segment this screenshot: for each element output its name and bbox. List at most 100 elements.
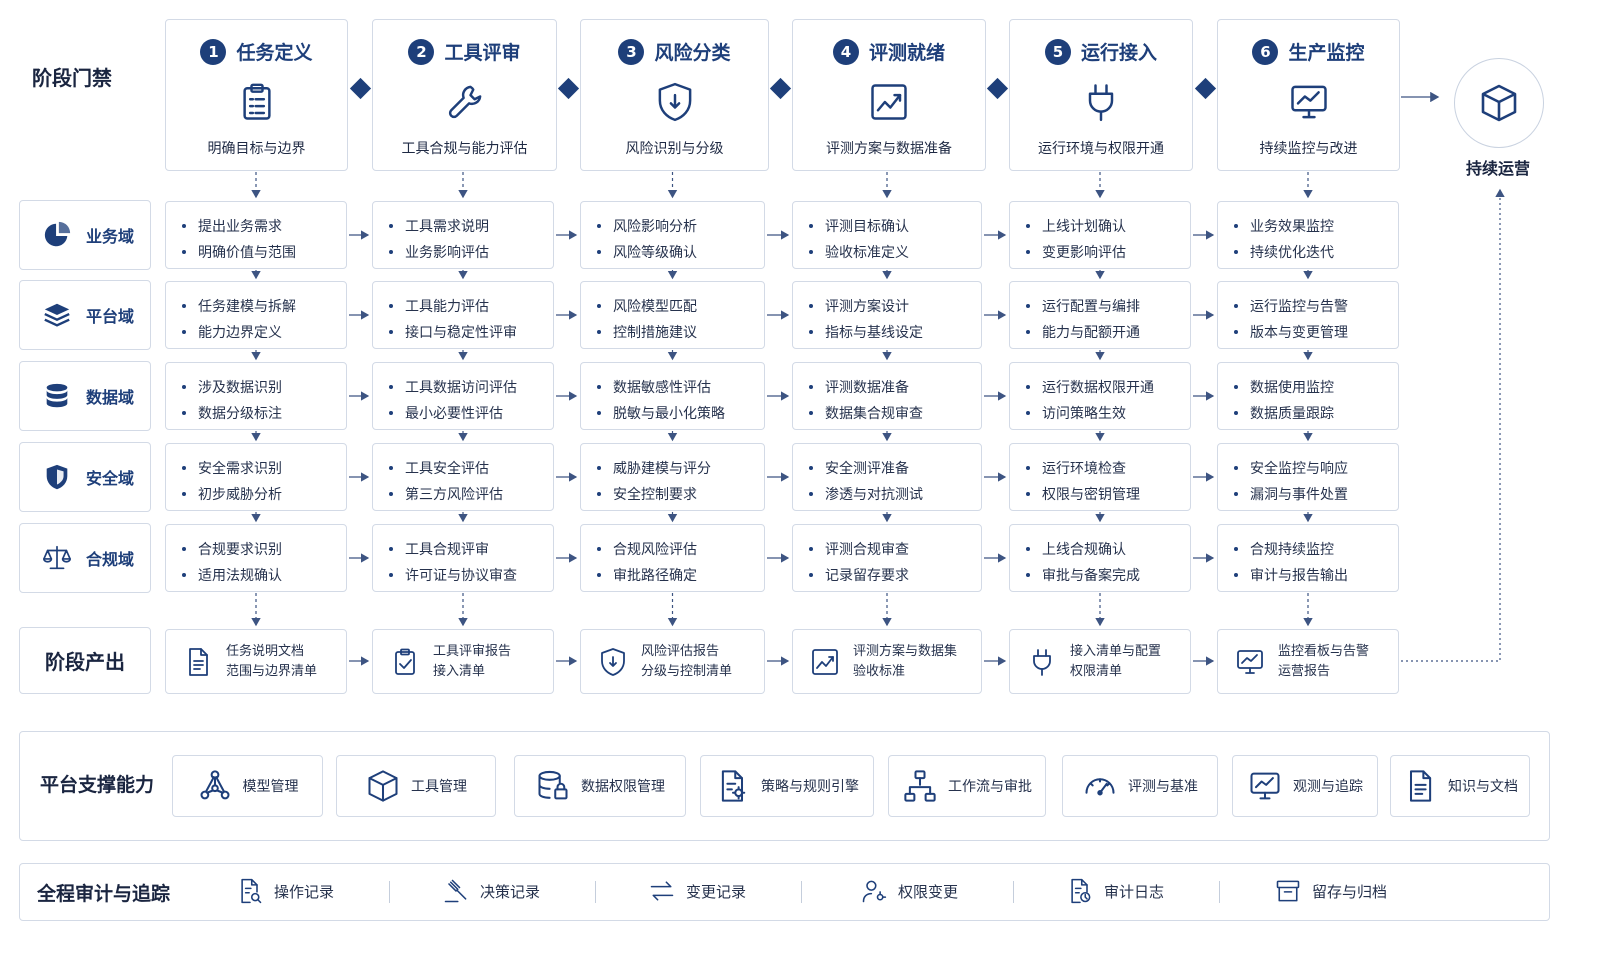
domain-label-2: 平台域	[19, 280, 151, 350]
monitor-icon	[1287, 80, 1331, 124]
platform-item-7[interactable]: 观测与追踪	[1232, 755, 1378, 817]
audit-divider	[1013, 881, 1014, 903]
domain-name: 平台域	[86, 307, 135, 326]
output-line-2: 运营报告	[1278, 663, 1331, 679]
output-card-2: 工具评审报告 接入清单	[372, 629, 554, 694]
output-card-1: 任务说明文档 范围与边界清单	[165, 629, 347, 694]
platform-item-2[interactable]: 工具管理	[336, 755, 496, 817]
shield-icon	[597, 646, 629, 678]
cell-item: 第三方风险评估	[389, 484, 503, 504]
domain-cell: 工具能力评估 接口与稳定性评审	[372, 281, 554, 349]
cell-item: 工具需求说明	[389, 216, 489, 236]
platform-item-label: 模型管理	[242, 779, 299, 795]
platform-item-8[interactable]: 知识与文档	[1390, 755, 1530, 817]
cell-item: 安全测评准备	[809, 458, 909, 478]
cell-item: 上线计划确认	[1026, 216, 1126, 236]
cell-item: 持续优化迭代	[1234, 242, 1334, 262]
chart-icon	[867, 80, 911, 124]
audit-item-6[interactable]: 留存与归档	[1274, 877, 1387, 905]
security-shield-icon	[42, 462, 72, 492]
cube-icon	[1477, 81, 1521, 125]
platform-item-label: 工作流与审批	[948, 779, 1032, 795]
stage-title: 任务定义	[236, 42, 313, 64]
audit-item-5[interactable]: 审计日志	[1066, 877, 1164, 905]
cell-item: 运行数据权限开通	[1026, 377, 1154, 397]
cell-item: 能力与配额开通	[1026, 322, 1140, 342]
stage-card-2: 2 工具评审 工具合规与能力评估	[372, 19, 557, 171]
cell-item: 指标与基线设定	[809, 322, 923, 342]
output-line-2: 分级与控制清单	[641, 663, 733, 679]
stage-header: 5 运行接入	[1010, 38, 1192, 65]
clipboard-check-icon	[389, 646, 421, 678]
domain-label-4: 安全域	[19, 442, 151, 512]
stage-card-4: 4 评测就绪 评测方案与数据准备	[792, 19, 986, 171]
platform-item-label: 工具管理	[411, 779, 467, 795]
clipboard-icon	[235, 80, 279, 124]
audit-item-1[interactable]: 操作记录	[236, 877, 334, 905]
audit-label: 全程审计与追踪	[37, 883, 171, 905]
cell-item: 业务影响评估	[389, 242, 489, 262]
stage-title: 运行接入	[1080, 42, 1157, 64]
platform-item-5[interactable]: 工作流与审批	[888, 755, 1046, 817]
cell-item: 风险模型匹配	[597, 296, 697, 316]
stage-number: 2	[408, 38, 435, 65]
stage-header: 2 工具评审	[373, 38, 556, 65]
cell-item: 工具数据访问评估	[389, 377, 517, 397]
cell-item: 任务建模与拆解	[182, 296, 296, 316]
gavel-icon	[442, 877, 470, 905]
platform-item-3[interactable]: 数据权限管理	[514, 755, 686, 817]
cell-item: 评测目标确认	[809, 216, 909, 236]
stage-header: 4 评测就绪	[793, 38, 985, 65]
domain-cell: 提出业务需求 明确价值与范围	[165, 201, 347, 269]
domain-label-1: 业务域	[19, 200, 151, 270]
audit-item-4[interactable]: 权限变更	[860, 877, 958, 905]
platform-item-label: 评测与基准	[1128, 779, 1198, 795]
domain-cell: 上线合规确认 审批与备案完成	[1009, 524, 1191, 592]
cell-item: 风险影响分析	[597, 216, 697, 236]
domain-cell: 合规风险评估 审批路径确定	[580, 524, 765, 592]
cell-item: 适用法规确认	[182, 565, 282, 585]
stage-subtitle: 运行环境与权限开通	[1038, 141, 1164, 157]
output-line-1: 任务说明文档	[226, 643, 305, 659]
audit-item-label: 操作记录	[274, 882, 335, 901]
pie-icon	[42, 220, 72, 250]
ops-label: 持续运营	[1465, 159, 1530, 178]
cell-item: 脱敏与最小化策略	[597, 403, 725, 423]
domain-cell: 运行环境检查 权限与密钥管理	[1009, 443, 1191, 511]
audit-item-3[interactable]: 变更记录	[648, 877, 746, 905]
audit-item-label: 变更记录	[686, 882, 747, 901]
stage-card-3: 3 风险分类 风险识别与分级	[580, 19, 769, 171]
platform-item-6[interactable]: 评测与基准	[1062, 755, 1218, 817]
cell-item: 数据质量跟踪	[1234, 403, 1334, 423]
cell-item: 变更影响评估	[1026, 242, 1126, 262]
domain-name: 安全域	[86, 469, 135, 488]
output-line-1: 监控看板与告警	[1278, 643, 1370, 659]
platform-item-1[interactable]: 模型管理	[172, 755, 323, 817]
platform-item-label: 知识与文档	[1448, 779, 1518, 795]
wrench-icon	[443, 80, 487, 124]
domain-cell: 工具需求说明 业务影响评估	[372, 201, 554, 269]
cell-item: 上线合规确认	[1026, 539, 1126, 559]
audit-item-2[interactable]: 决策记录	[442, 877, 540, 905]
cell-item: 运行环境检查	[1026, 458, 1126, 478]
cell-item: 评测数据准备	[809, 377, 909, 397]
output-line-2: 验收标准	[853, 663, 906, 679]
platform-item-4[interactable]: 策略与规则引擎	[700, 755, 874, 817]
domain-cell: 任务建模与拆解 能力边界定义	[165, 281, 347, 349]
platform-item-label: 策略与规则引擎	[761, 779, 859, 795]
cell-item: 安全需求识别	[182, 458, 282, 478]
cell-item: 提出业务需求	[182, 216, 282, 236]
cell-item: 审计与报告输出	[1234, 565, 1348, 585]
output-line-2: 接入清单	[433, 663, 486, 679]
domain-cell: 运行配置与编排 能力与配额开通	[1009, 281, 1191, 349]
output-line-1: 工具评审报告	[433, 643, 512, 659]
cell-item: 合规持续监控	[1234, 539, 1334, 559]
output-card-6: 监控看板与告警 运营报告	[1217, 629, 1399, 694]
outputs-label-box: 阶段产出	[19, 627, 151, 694]
audit-item-label: 决策记录	[480, 882, 541, 901]
stage-subtitle: 明确目标与边界	[207, 141, 306, 157]
domain-cell: 评测方案设计 指标与基线设定	[792, 281, 982, 349]
domain-cell: 业务效果监控 持续优化迭代	[1217, 201, 1399, 269]
cell-item: 渗透与对抗测试	[809, 484, 923, 504]
cell-item: 威胁建模与评分	[597, 458, 711, 478]
